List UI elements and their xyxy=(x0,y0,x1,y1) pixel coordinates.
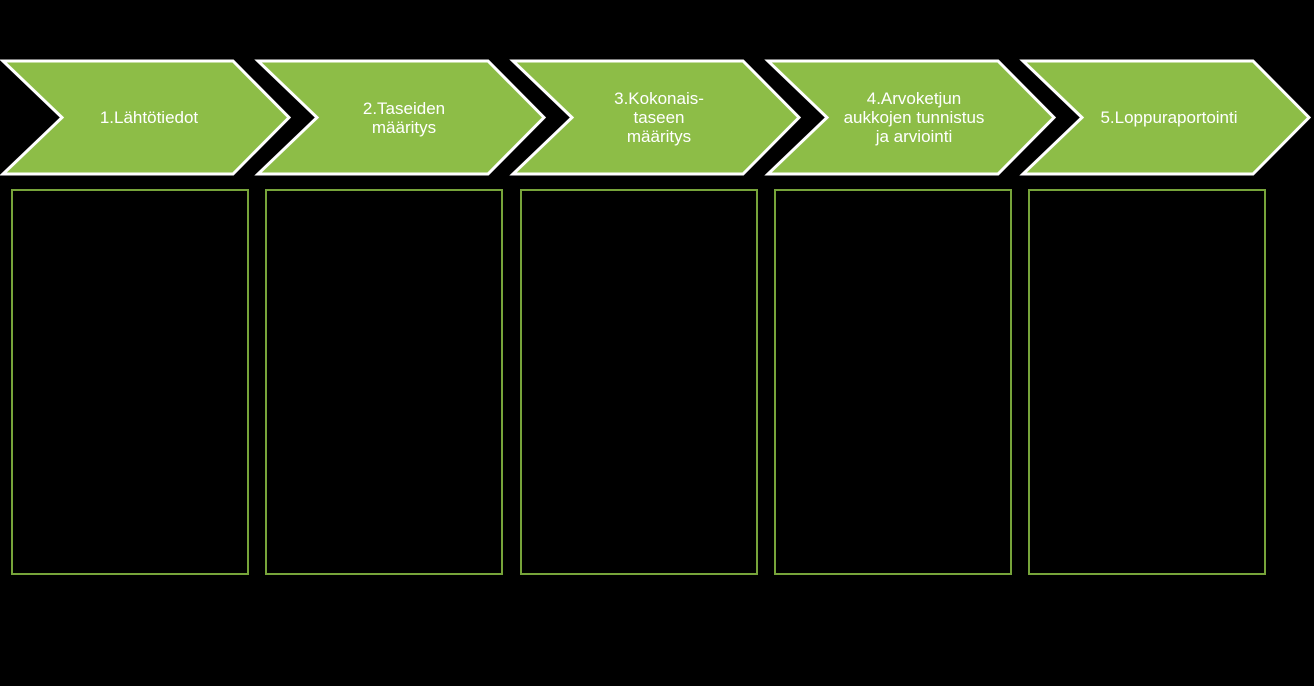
chevron-step-5: 5.Loppuraportointi xyxy=(1019,59,1312,176)
chevron-step-3: 3.Kokonais- taseen määritys xyxy=(509,59,802,176)
step-label-3: 3.Kokonais- taseen määritys xyxy=(614,89,704,146)
step-panel-1 xyxy=(11,189,249,575)
chevron-arrow-shape xyxy=(1019,59,1312,176)
step-panel-4 xyxy=(774,189,1012,575)
step-panel-5 xyxy=(1028,189,1266,575)
step-label-1: 1.Lähtötiedot xyxy=(99,108,199,127)
chevron-arrow-shape xyxy=(764,59,1057,176)
chevron-arrow-shape xyxy=(0,59,292,176)
chevron-arrow-shape xyxy=(509,59,802,176)
step-panel-3 xyxy=(520,189,758,575)
step-label-2: 2.Taseiden määritys xyxy=(362,98,446,137)
chevron-step-4: 4.Arvoketjun aukkojen tunnistus ja arvio… xyxy=(764,59,1057,176)
chevron-arrow-shape xyxy=(254,59,547,176)
chevron-step-2: 2.Taseiden määritys xyxy=(254,59,547,176)
chevron-step-1: 1.Lähtötiedot xyxy=(0,59,292,176)
step-label-5: 5.Loppuraportointi xyxy=(1100,108,1238,127)
step-panel-2 xyxy=(265,189,503,575)
step-label-4: 4.Arvoketjun aukkojen tunnistus ja arvio… xyxy=(843,89,985,146)
